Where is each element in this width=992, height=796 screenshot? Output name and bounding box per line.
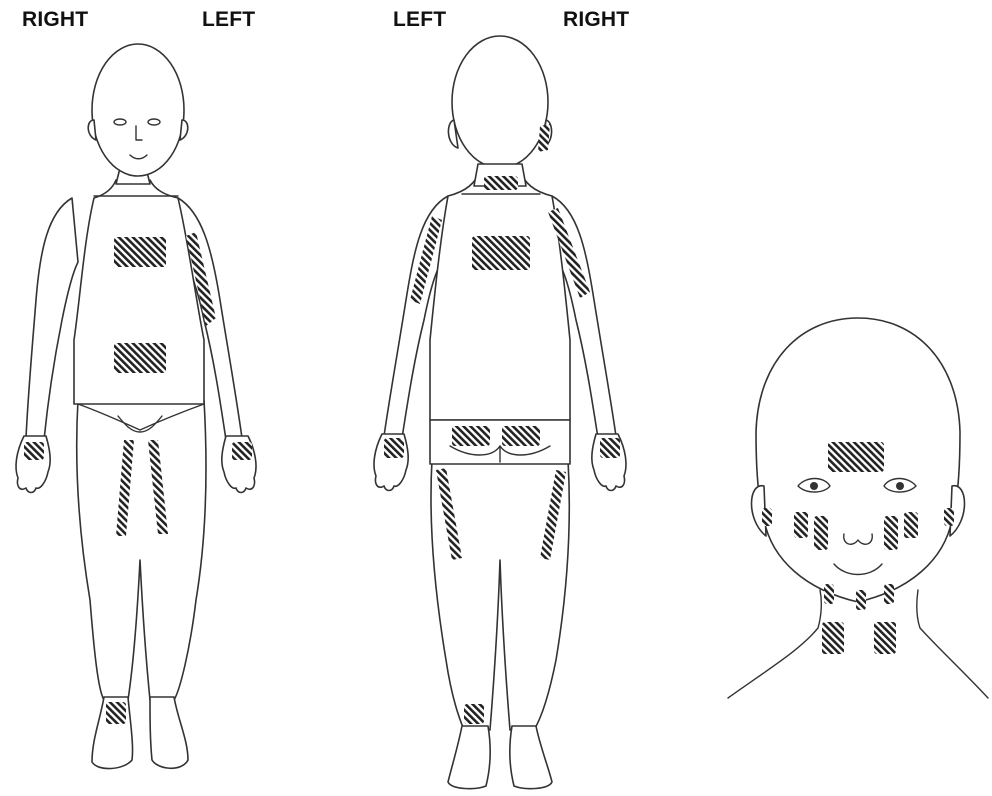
back-left-foot xyxy=(448,726,490,789)
face-right-ear-patch xyxy=(762,508,772,526)
front-left-hand-patch xyxy=(232,442,252,460)
back-torso xyxy=(430,170,570,420)
back-head xyxy=(452,36,548,168)
face-forehead-patch xyxy=(828,442,884,472)
front-right-hand-patch xyxy=(24,442,44,460)
front-abdomen-patch xyxy=(114,343,166,373)
front-left-foot xyxy=(150,697,188,768)
face-chin-patch-2 xyxy=(856,590,866,610)
face-chin-patch-3 xyxy=(884,584,894,604)
back-neck-patch xyxy=(484,176,518,190)
face-neck-left-patch xyxy=(874,622,896,654)
back-right-buttock-patch xyxy=(502,426,540,446)
back-left-hand-patch xyxy=(384,438,404,458)
front-body-figure xyxy=(16,44,256,769)
back-body-figure xyxy=(374,36,626,789)
front-legs xyxy=(77,400,206,700)
face-left-cheek-patch-2 xyxy=(904,512,918,538)
back-left-buttock-patch xyxy=(452,426,490,446)
back-upper-back-patch xyxy=(472,236,530,270)
front-head xyxy=(92,44,184,176)
front-right-arm xyxy=(26,198,78,440)
front-right-ankle-patch xyxy=(106,702,126,724)
front-chest-patch xyxy=(114,237,166,267)
back-right-hand-patch xyxy=(600,438,620,458)
back-right-foot xyxy=(510,726,552,789)
face-right-cheek-patch-2 xyxy=(814,516,828,550)
back-left-ankle-patch xyxy=(464,704,484,724)
face-neck-right-patch xyxy=(822,622,844,654)
face-left-cheek-patch-1 xyxy=(884,516,898,550)
face-right-cheek-patch-1 xyxy=(794,512,808,538)
face-left-ear-patch xyxy=(944,508,954,526)
face-chin-patch-1 xyxy=(824,584,834,604)
